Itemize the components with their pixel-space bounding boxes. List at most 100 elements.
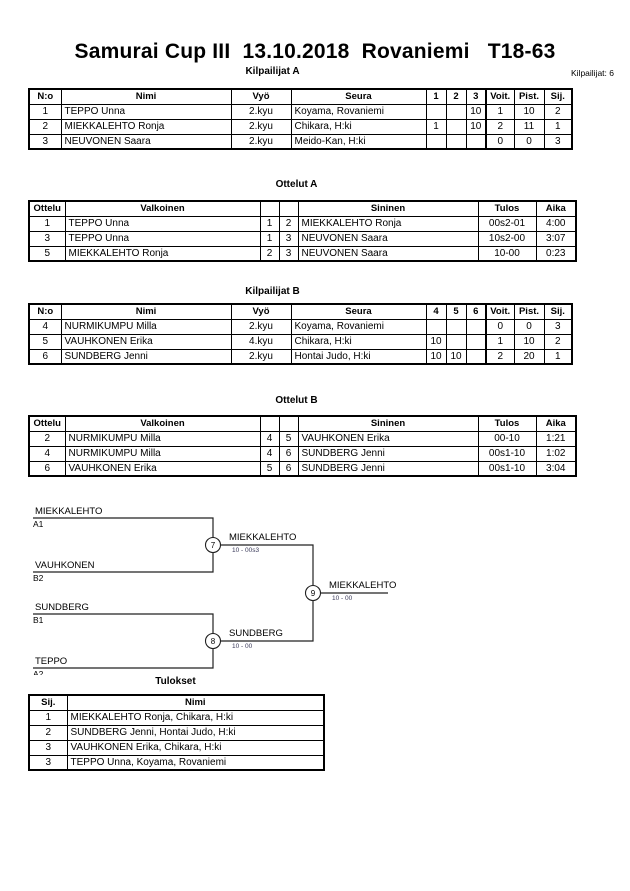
bracket-match-circle-8 — [204, 632, 222, 650]
col-aika: Aika — [535, 200, 577, 217]
cell-pist: 10 — [513, 103, 545, 120]
table-row: 2 SUNDBERG Jenni, Hontai Judo, H:ki — [28, 724, 325, 741]
table-header-row: Sij. Nimi — [28, 694, 325, 711]
table-header-row: N:o Nimi Vyö Seura 4 5 6 Voit. Pist. Sij… — [28, 303, 573, 320]
bracket-winner-sf7: MIEKKALEHTO — [229, 532, 296, 543]
cell-aika: 3:04 — [535, 460, 577, 477]
knockout-bracket: MIEKKALEHTO A1 VAUHKONEN B2 7 SUNDBERG B… — [0, 495, 630, 675]
col-blue-no — [278, 200, 299, 217]
cell-no: 3 — [28, 133, 62, 150]
bracket-entrant-name-4: TEPPO — [35, 656, 67, 667]
table-row: 3 TEPPO Unna 1 3 NEUVONEN Saara 10s2-00 … — [28, 230, 577, 247]
cell-sij: 1 — [543, 348, 573, 365]
table-row: 4 NURMIKUMPU Milla 2.kyu Koyama, Rovanie… — [28, 318, 573, 335]
cell-valkoinen: MIEKKALEHTO Ronja — [64, 245, 261, 262]
col-nimi: Nimi — [60, 303, 232, 320]
cell-seura: Chikara, H:ki — [290, 333, 427, 350]
cell-voit: 2 — [485, 348, 515, 365]
col-sininen: Sininen — [297, 200, 479, 217]
caption-matches-a: Ottelut A — [275, 179, 318, 190]
col-tulos: Tulos — [477, 200, 537, 217]
table-results: Sij. Nimi 1 MIEKKALEHTO Ronja, Chikara, … — [28, 694, 325, 771]
bracket-score-sf7: 10 - 00s3 — [232, 547, 259, 554]
table-row: 1 TEPPO Unna 2.kyu Koyama, Rovaniemi 10 … — [28, 103, 573, 120]
col-vyo: Vyö — [230, 88, 292, 105]
table-row: 3 VAUHKONEN Erika, Chikara, H:ki — [28, 739, 325, 756]
cell-aika: 1:02 — [535, 445, 577, 462]
page-title: Samurai Cup III 13.10.2018 Rovaniemi T18… — [74, 40, 556, 63]
cell-sij: 2 — [543, 103, 573, 120]
bracket-match-circle-9 — [304, 584, 322, 602]
cell-sij: 3 — [543, 133, 573, 150]
cell-valkoinen: VAUHKONEN Erika — [64, 460, 261, 477]
cell-white-no: 4 — [259, 430, 280, 447]
cell-sininen: SUNDBERG Jenni — [297, 460, 479, 477]
cell-sij: 1 — [543, 118, 573, 135]
col-nimi: Nimi — [60, 88, 232, 105]
cell-ottelu: 1 — [28, 215, 66, 232]
cell-match-2 — [445, 103, 467, 120]
col-voit: Voit. — [485, 88, 515, 105]
cell-match-5 — [445, 333, 467, 350]
cell-match-3: 10 — [465, 103, 487, 120]
table-row: 3 NEUVONEN Saara 2.kyu Meido-Kan, H:ki 0… — [28, 133, 573, 150]
col-sininen: Sininen — [297, 415, 479, 432]
cell-vyo: 2.kyu — [230, 118, 292, 135]
col-tulos: Tulos — [477, 415, 537, 432]
cell-nimi: VAUHKONEN Erika — [60, 333, 232, 350]
col-nimi: Nimi — [66, 694, 325, 711]
bracket-match-number-8: 8 — [211, 637, 216, 646]
bracket-line-sf7-top — [33, 517, 214, 553]
table-row: 5 VAUHKONEN Erika 4.kyu Chikara, H:ki 10… — [28, 333, 573, 350]
cell-match-5: 10 — [445, 348, 467, 365]
cell-white-no: 4 — [259, 445, 280, 462]
cell-match-5 — [445, 318, 467, 335]
cell-nimi: VAUHKONEN Erika, Chikara, H:ki — [66, 739, 325, 756]
cell-vyo: 2.kyu — [230, 348, 292, 365]
bracket-entrant-name-1: MIEKKALEHTO — [35, 506, 102, 517]
bracket-entrant-seed-3: B1 — [33, 615, 44, 625]
cell-pist: 0 — [513, 318, 545, 335]
bracket-winner-sf8: SUNDBERG — [229, 628, 283, 639]
cell-sij: 3 — [543, 318, 573, 335]
caption-pool-a: Kilpailijat A — [245, 66, 300, 77]
cell-vyo: 2.kyu — [230, 133, 292, 150]
cell-valkoinen: TEPPO Unna — [64, 230, 261, 247]
cell-nimi: MIEKKALEHTO Ronja, Chikara, H:ki — [66, 709, 325, 726]
col-pist: Pist. — [513, 303, 545, 320]
col-ottelu: Ottelu — [28, 200, 66, 217]
competitor-count-label: Kilpailijat: 6 — [571, 68, 614, 78]
cell-nimi: TEPPO Unna, Koyama, Rovaniemi — [66, 754, 325, 771]
cell-no: 5 — [28, 333, 62, 350]
cell-seura: Koyama, Rovaniemi — [290, 103, 427, 120]
cell-match-2 — [445, 133, 467, 150]
cell-match-3: 10 — [465, 118, 487, 135]
table-header-row: N:o Nimi Vyö Seura 1 2 3 Voit. Pist. Sij… — [28, 88, 573, 105]
cell-nimi: TEPPO Unna — [60, 103, 232, 120]
cell-seura: Hontai Judo, H:ki — [290, 348, 427, 365]
table-matches-b: Ottelu Valkoinen Sininen Tulos Aika 2 NU… — [28, 415, 577, 477]
col-match-1: 1 — [425, 88, 447, 105]
cell-blue-no: 6 — [278, 460, 299, 477]
cell-tulos: 00s1-10 — [477, 445, 537, 462]
bracket-entrant-seed-1: A1 — [33, 519, 44, 529]
cell-valkoinen: NURMIKUMPU Milla — [64, 445, 261, 462]
cell-sininen: VAUHKONEN Erika — [297, 430, 479, 447]
cell-ottelu: 2 — [28, 430, 66, 447]
cell-nimi: NURMIKUMPU Milla — [60, 318, 232, 335]
cell-valkoinen: TEPPO Unna — [64, 215, 261, 232]
table-row: 5 MIEKKALEHTO Ronja 2 3 NEUVONEN Saara 1… — [28, 245, 577, 262]
cell-sininen: MIEKKALEHTO Ronja — [297, 215, 479, 232]
cell-seura: Koyama, Rovaniemi — [290, 318, 427, 335]
cell-white-no: 1 — [259, 230, 280, 247]
cell-sininen: SUNDBERG Jenni — [297, 445, 479, 462]
col-sij: Sij. — [543, 88, 573, 105]
table-row: 6 VAUHKONEN Erika 5 6 SUNDBERG Jenni 00s… — [28, 460, 577, 477]
bracket-entrant-name-2: VAUHKONEN — [35, 560, 95, 571]
bracket-entrant-seed-2: B2 — [33, 573, 44, 583]
table-row: 4 NURMIKUMPU Milla 4 6 SUNDBERG Jenni 00… — [28, 445, 577, 462]
cell-match-4: 10 — [425, 333, 447, 350]
cell-ottelu: 3 — [28, 230, 66, 247]
cell-seura: Meido-Kan, H:ki — [290, 133, 427, 150]
